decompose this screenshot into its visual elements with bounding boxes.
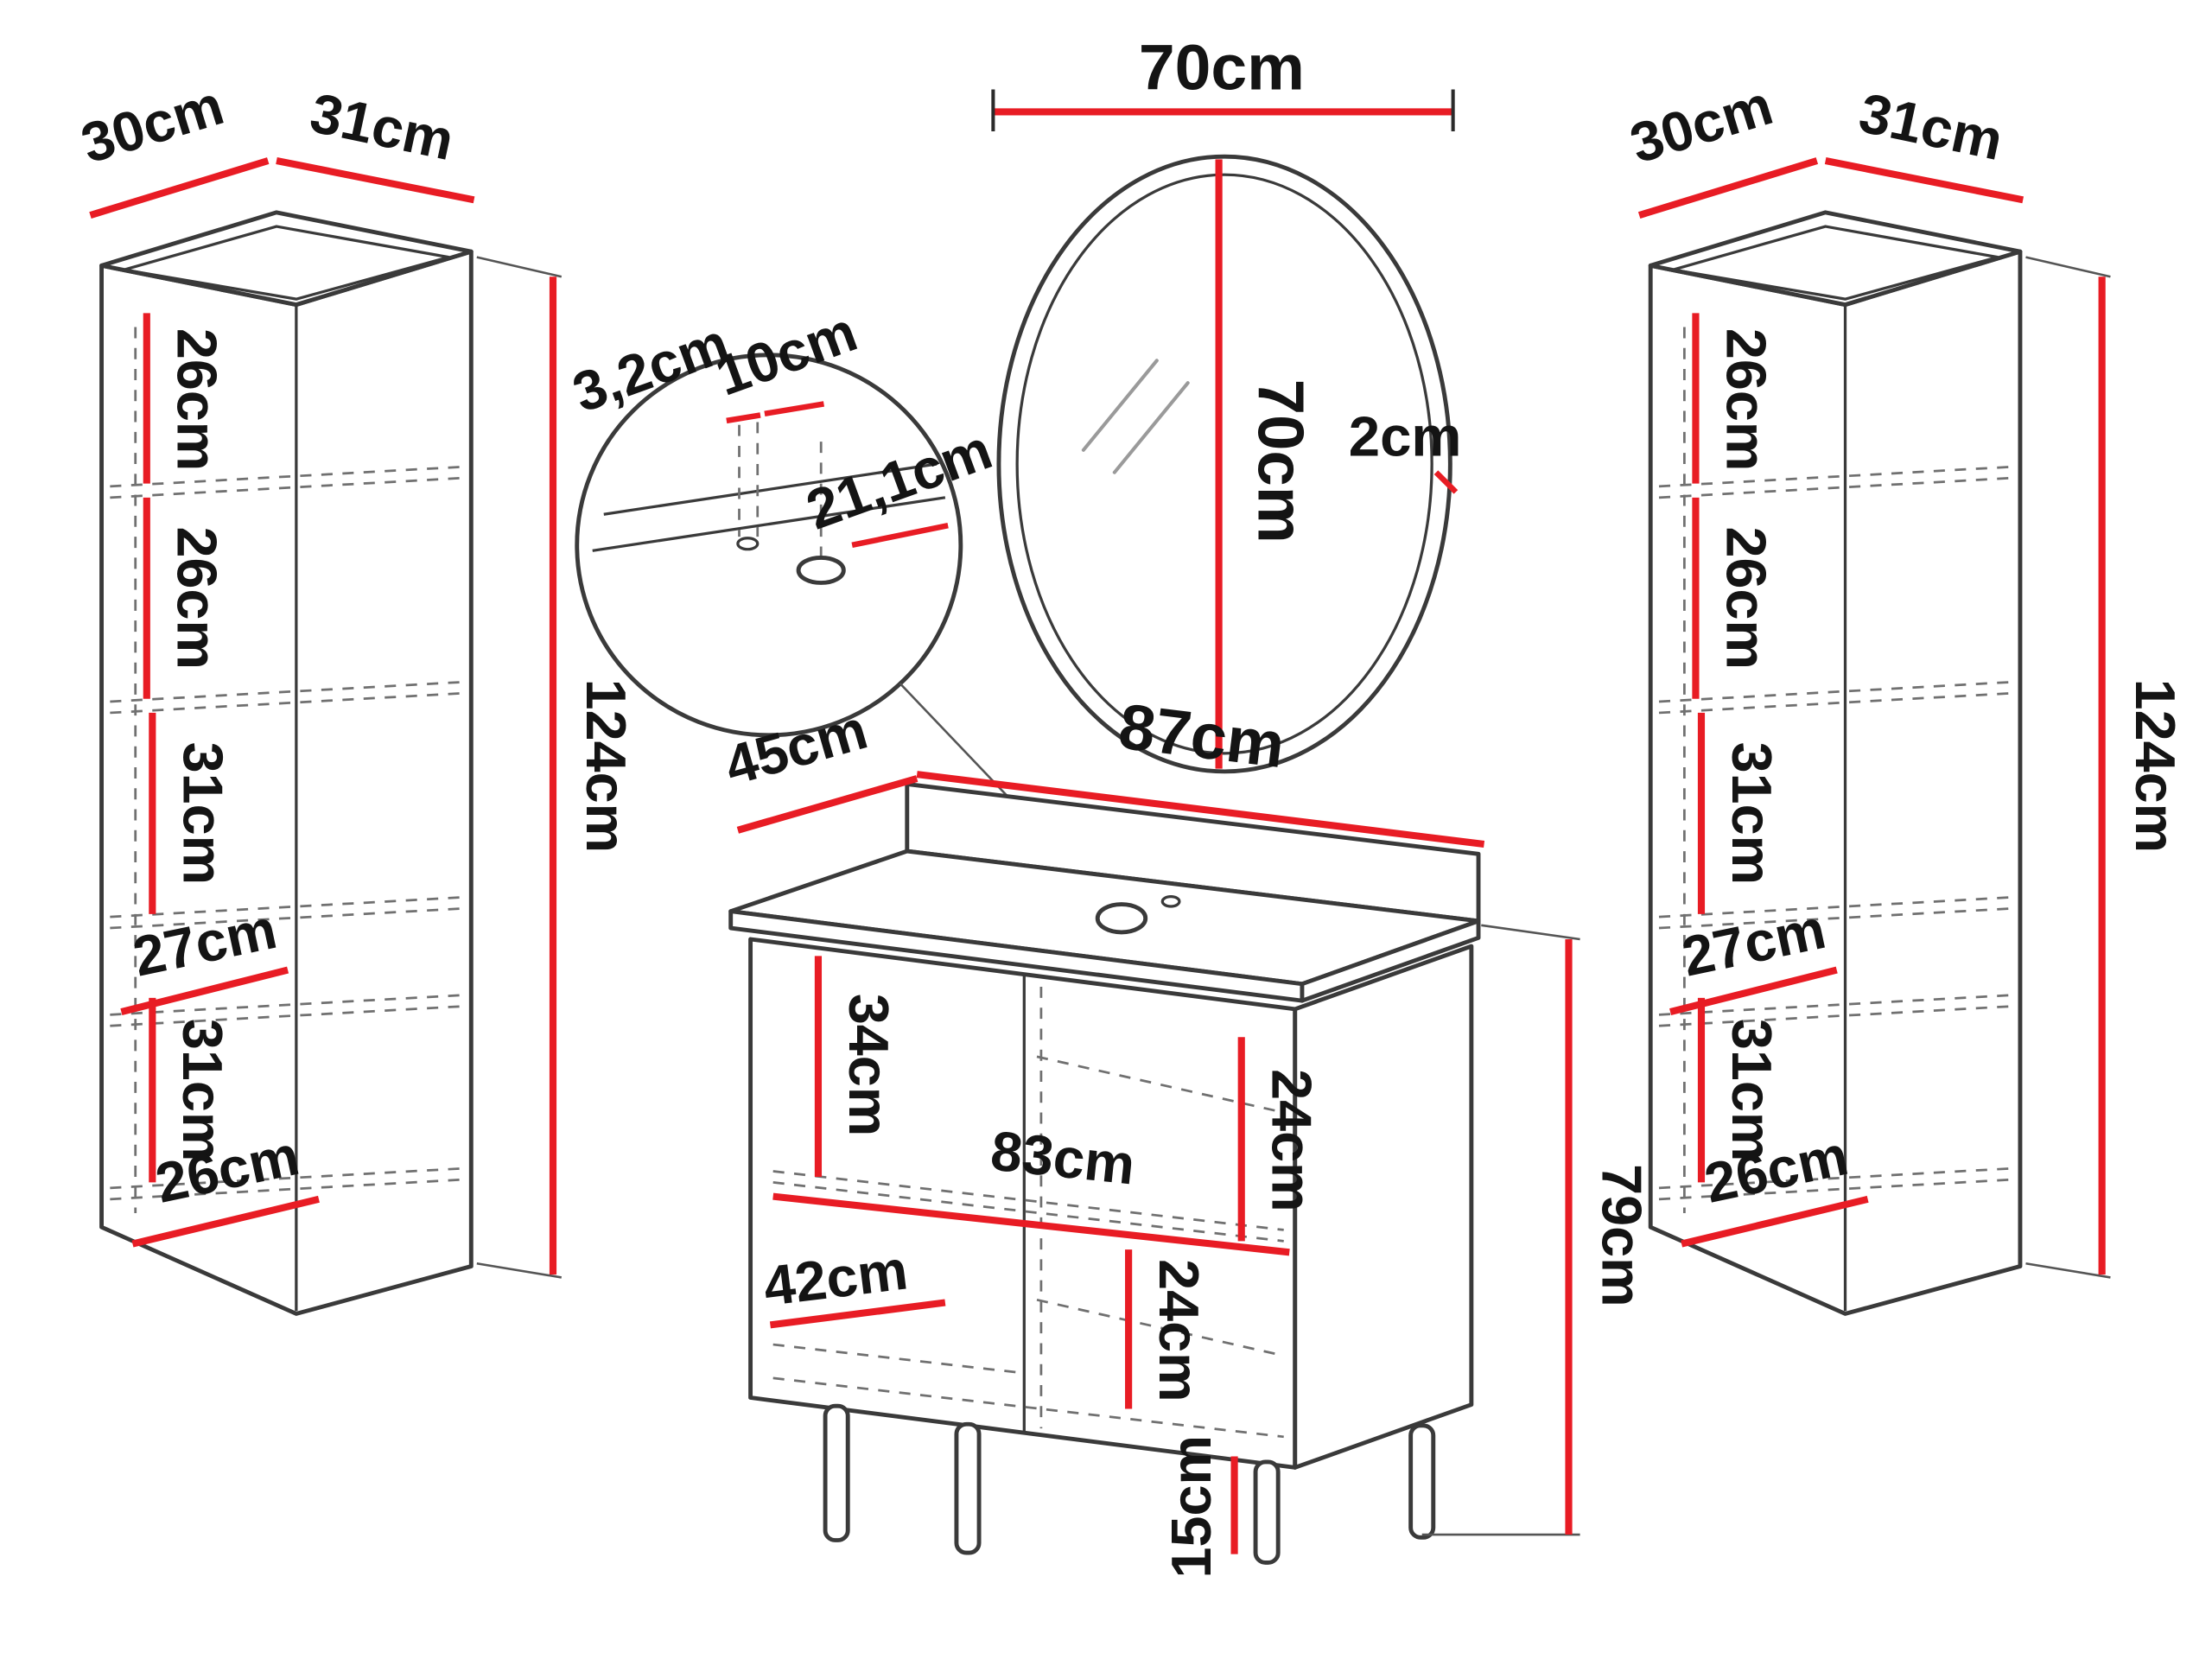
dim-label-left-width: 30cm xyxy=(74,73,231,175)
dim-line-right-depth xyxy=(1824,157,2024,204)
dim-label-left-section-2: 31cm xyxy=(171,742,234,885)
dim-label-right-section-0: 26cm xyxy=(1714,328,1777,471)
right-cabinet-top-rim xyxy=(1671,225,1999,301)
mirror-shine xyxy=(1081,359,1190,474)
dim-label-right-section-2: 31cm xyxy=(1720,742,1783,885)
vanity-leg-back-right xyxy=(1253,1459,1281,1565)
dim-line-left-width xyxy=(89,157,270,219)
dim-label-right-height: 124cm xyxy=(2124,679,2187,853)
ext-line-right-height-top xyxy=(2025,256,2111,278)
dim-line-right-section-5 xyxy=(1681,1195,1869,1248)
dim-label-left-section-4: 31cm xyxy=(171,1019,234,1161)
dim-label-right-depth: 31cm xyxy=(1854,81,2009,172)
dim-line-left-section-5 xyxy=(131,1195,320,1248)
vanity-cabinet: 45cm 87cm 34cm 24cm 83cm 24cm 42cm 79cm … xyxy=(718,690,1654,1579)
vanity-leg-back-left xyxy=(954,1421,982,1555)
dim-label-mirror-height: 70cm xyxy=(1244,379,1317,543)
dim-label-vanity-leg: 15cm xyxy=(1160,1435,1223,1578)
dim-label-left-height: 124cm xyxy=(575,679,638,853)
dim-line-vanity-width xyxy=(916,771,1485,848)
dim-label-right-section-4: 31cm xyxy=(1720,1019,1783,1161)
detail-counter-splash-edge xyxy=(603,462,938,516)
dim-label-vanity-bottom-drawer: 24cm xyxy=(1147,1259,1211,1402)
ext-line-right-height-bottom xyxy=(2025,1262,2111,1279)
dim-line-vanity-depth xyxy=(736,775,918,834)
dim-label-vanity-interior-width: 83cm xyxy=(988,1119,1138,1197)
detail-mounting-hole xyxy=(736,537,760,551)
detail-inset-circle xyxy=(575,353,963,738)
dim-line-vanity-interior-width xyxy=(772,1192,1290,1256)
right-cabinet-hidden-edges xyxy=(1658,327,2012,1214)
mirror-glass-edge xyxy=(1015,173,1433,755)
left-cabinet-top-rim xyxy=(123,225,450,301)
dim-label-mirror-width: 70cm xyxy=(1139,31,1305,104)
dim-label-left-section-1: 26cm xyxy=(166,527,229,670)
dim-line-hole-diameter xyxy=(726,412,761,424)
vanity-leg-front-right xyxy=(1408,1423,1436,1540)
detail-faucet-hole xyxy=(796,555,846,585)
detail-counter-back-edge xyxy=(592,496,946,552)
vanity-hidden-edges xyxy=(772,986,1285,1439)
dim-label-vanity-top-drawer: 24cm xyxy=(1261,1069,1324,1211)
ext-line-vanity-height-top xyxy=(1481,924,1580,941)
left-tall-cabinet: 30cm 31cm 124cm 26cm 26cm 31cm 27cm 31cm… xyxy=(74,73,638,1316)
mirror-frame xyxy=(996,154,1452,774)
vanity-faucet-hole xyxy=(1095,902,1148,935)
left-cabinet-hidden-edges xyxy=(110,327,463,1214)
ext-line-left-height-bottom xyxy=(476,1262,563,1279)
ext-line-left-height-top xyxy=(476,256,563,278)
dim-label-vanity-interior-height: 34cm xyxy=(837,994,900,1136)
dim-label-right-width: 30cm xyxy=(1623,73,1779,175)
right-tall-cabinet: 30cm 31cm 124cm 26cm 26cm 31cm 27cm 31cm… xyxy=(1623,73,2187,1316)
dim-label-left-section-0: 26cm xyxy=(166,328,229,471)
vanity-body-right xyxy=(1293,944,1474,1470)
dim-label-vanity-height: 79cm xyxy=(1591,1164,1654,1306)
dim-label-right-section-1: 26cm xyxy=(1714,527,1777,670)
vanity-leg-front-left xyxy=(823,1403,850,1542)
dim-label-left-depth: 31cm xyxy=(305,81,460,172)
dim-label-mirror-frame-depth: 2cm xyxy=(1349,405,1462,468)
vanity-mounting-hole xyxy=(1160,895,1181,908)
dim-line-vanity-shelf xyxy=(769,1299,946,1329)
dim-line-mirror-frame-depth xyxy=(1433,470,1459,494)
dim-line-hole-distance xyxy=(764,401,825,416)
dim-line-hole-offset xyxy=(851,523,949,549)
vanity-legs xyxy=(823,1403,1436,1565)
round-mirror: 70cm 70cm 2cm xyxy=(991,31,1462,774)
dim-line-right-width xyxy=(1637,157,1819,219)
vanity-counter-right-edge xyxy=(1300,918,1481,1003)
dim-line-left-depth xyxy=(276,157,475,204)
detail-centerlines xyxy=(738,422,823,556)
